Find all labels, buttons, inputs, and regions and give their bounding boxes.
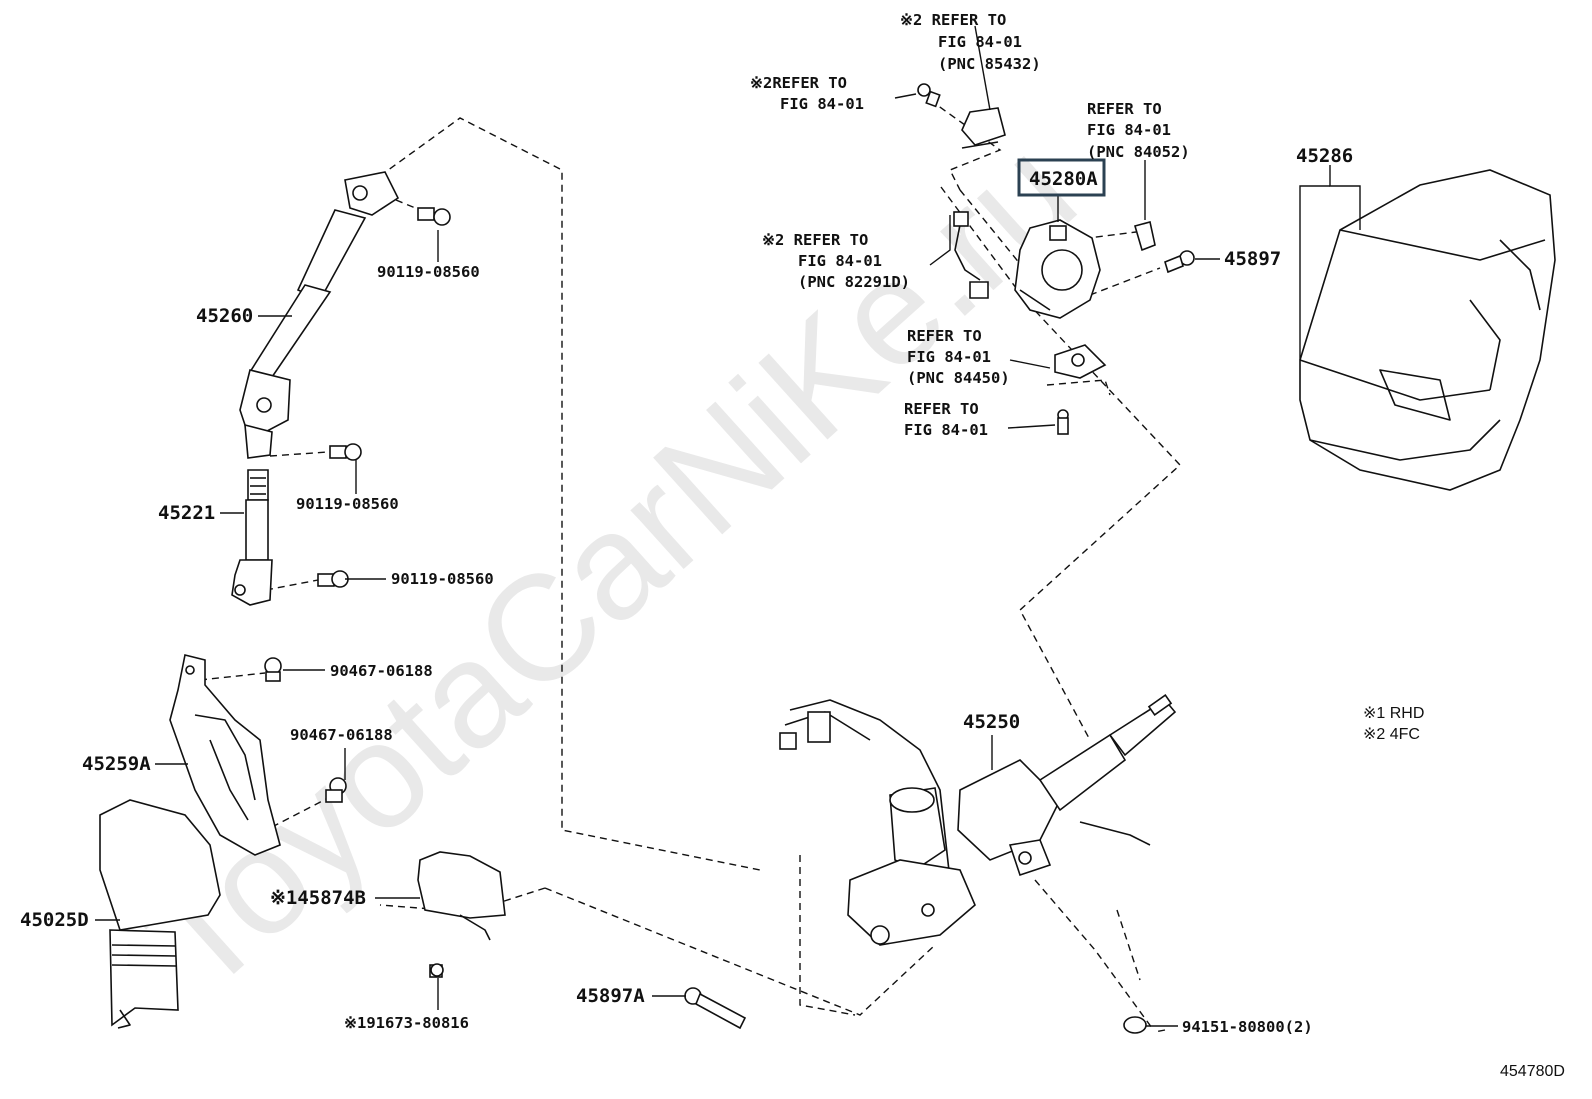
label-45897A[interactable]: 45897A bbox=[576, 985, 645, 1007]
label-45286[interactable]: 45286 bbox=[1296, 145, 1353, 167]
assembly-dashed-lines bbox=[199, 99, 1181, 1033]
label-leader-lines bbox=[95, 25, 1361, 1027]
label-bolt-90119-a[interactable]: 90119-08560 bbox=[377, 263, 480, 281]
label-45259A[interactable]: 45259A bbox=[82, 753, 151, 775]
label-bolt-90119-b[interactable]: 90119-08560 bbox=[296, 495, 399, 513]
part-45286-column-cover-upper[interactable] bbox=[1299, 169, 1556, 491]
clip-94151[interactable] bbox=[1123, 1016, 1147, 1034]
ref-84052-line3: (PNC 84052) bbox=[1087, 143, 1190, 161]
ref-bolt-line1: REFER TO bbox=[904, 400, 979, 418]
ref-84450-line2: FIG 84-01 bbox=[907, 348, 991, 366]
label-45221[interactable]: 45221 bbox=[158, 502, 215, 524]
part-45250-steering-column-assy[interactable] bbox=[779, 694, 1177, 946]
refer-notes: ※2 REFER TO FIG 84-01 (PNC 85432) ※2REFE… bbox=[750, 11, 1190, 439]
ref-84450-sensor-shape bbox=[1054, 344, 1107, 379]
part-45259A-column-cover-lower[interactable] bbox=[169, 654, 281, 856]
ref-85432-line3: (PNC 85432) bbox=[938, 55, 1041, 73]
label-45280A[interactable]: 45280A bbox=[1029, 168, 1098, 190]
ref-84052-line2: FIG 84-01 bbox=[1087, 121, 1171, 139]
label-screw-91673[interactable]: ※191673-80816 bbox=[344, 1014, 469, 1032]
legend-4fc: ※2 4FC bbox=[1363, 726, 1420, 743]
part-45025D-column-hole-cover[interactable] bbox=[99, 799, 221, 1029]
highlight-box-45280A bbox=[1017, 158, 1106, 197]
ref-82291D-line3: (PNC 82291D) bbox=[798, 273, 910, 291]
label-clip-90467-a[interactable]: 90467-06188 bbox=[330, 662, 433, 680]
ref-84450-line1: REFER TO bbox=[907, 327, 982, 345]
label-bolt-90119-c[interactable]: 90119-08560 bbox=[391, 570, 494, 588]
ref-82291D-harness-shape bbox=[953, 211, 989, 299]
clip-90467-b[interactable] bbox=[325, 777, 347, 803]
bolt-45897A[interactable] bbox=[684, 987, 747, 1030]
bolt-90119-c[interactable] bbox=[317, 570, 349, 588]
screw-91673[interactable] bbox=[429, 963, 444, 978]
part-labels: 45260 45221 45259A 45025D ※145874B 45897… bbox=[20, 145, 1353, 1036]
part-45260-intermediate-shaft[interactable] bbox=[239, 171, 400, 459]
label-45897[interactable]: 45897 bbox=[1224, 248, 1281, 270]
ref-85432-line1: ※2 REFER TO bbox=[900, 11, 1006, 29]
label-clip-90467-b[interactable]: 90467-06188 bbox=[290, 726, 393, 744]
ref-screw-line2: FIG 84-01 bbox=[780, 95, 864, 113]
part-45221-steering-shaft[interactable] bbox=[231, 469, 273, 606]
bolt-45897[interactable] bbox=[1164, 250, 1195, 274]
ref-84450-line3: (PNC 84450) bbox=[907, 369, 1010, 387]
part-45280A-steering-lock-assy[interactable] bbox=[1014, 219, 1101, 319]
ref-84052-line1: REFER TO bbox=[1087, 100, 1162, 118]
ref-82291D-line2: FIG 84-01 bbox=[798, 252, 882, 270]
label-45260[interactable]: 45260 bbox=[196, 305, 253, 327]
label-clip-94151[interactable]: 94151-80800(2) bbox=[1182, 1018, 1313, 1036]
clip-90467-a[interactable] bbox=[264, 657, 282, 682]
ref-bolt-line2: FIG 84-01 bbox=[904, 421, 988, 439]
label-45250[interactable]: 45250 bbox=[963, 711, 1020, 733]
legend-rhd: ※1 RHD bbox=[1363, 705, 1424, 722]
bolt-90119-b[interactable] bbox=[329, 443, 362, 461]
label-45025D[interactable]: 45025D bbox=[20, 909, 89, 931]
bolt-90119-a[interactable] bbox=[417, 207, 451, 226]
ref-85432-connector-shape bbox=[961, 107, 1006, 149]
ref-screw-line1: ※2REFER TO bbox=[750, 74, 847, 92]
ref-85432-line2: FIG 84-01 bbox=[938, 33, 1022, 51]
part-45874B-cover[interactable] bbox=[417, 851, 506, 941]
ref-82291D-line1: ※2 REFER TO bbox=[762, 231, 868, 249]
ref-screw-shape bbox=[917, 83, 941, 108]
ref-84052-switch-shape bbox=[1134, 221, 1156, 252]
diagram-code: 454780D bbox=[1500, 1063, 1565, 1080]
ref-bolt-shape bbox=[1057, 409, 1069, 435]
label-45874B[interactable]: ※145874B bbox=[270, 887, 366, 909]
